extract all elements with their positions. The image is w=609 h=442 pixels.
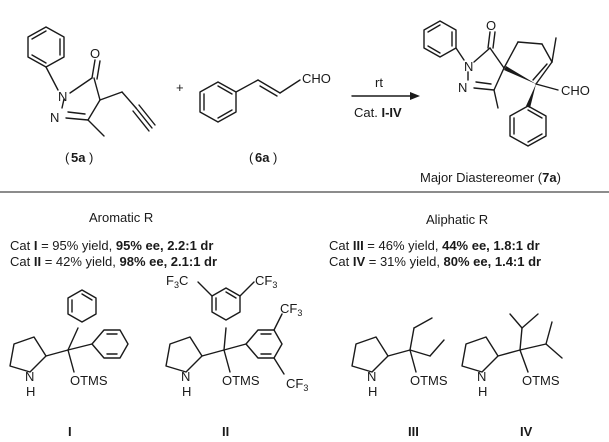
atom-n2: N — [50, 110, 59, 125]
catalyst-ii-label: II — [222, 424, 229, 439]
catalyst-i-label: I — [68, 424, 72, 439]
atom-n2-product: N — [458, 80, 467, 95]
result-row-cat-ii: Cat II = 42% yield, 98% ee, 2.1:1 dr — [10, 254, 218, 269]
aromatic-header: Aromatic R — [89, 210, 154, 225]
atom-cho-product: CHO — [561, 83, 590, 98]
atom-cho-6a: CHO — [302, 71, 331, 86]
catalyst-ii-cf3-2: CF3 — [280, 301, 302, 318]
result-row-cat-iv: Cat IV = 31% yield, 80% ee, 1.4:1 dr — [329, 254, 542, 269]
catalyst-iii-label: III — [408, 424, 419, 439]
condition-temperature: rt — [375, 75, 383, 90]
catalyst-i-structure — [9, 289, 129, 373]
condition-catalyst: Cat. I-IV — [354, 105, 402, 120]
catalyst-ii-n: N — [181, 369, 190, 384]
catalyst-iv-n: N — [477, 369, 486, 384]
catalyst-ii-cf3-3: CF3 — [286, 376, 308, 393]
reactant-5a-structure — [27, 26, 156, 137]
atom-o: O — [90, 46, 100, 61]
product-caption: Major Diastereomer (7a) — [420, 170, 561, 185]
catalyst-iii-n: N — [367, 369, 376, 384]
atom-n1-product: N — [464, 59, 473, 74]
result-row-cat-i: Cat I = 95% yield, 95% ee, 2.2:1 dr — [10, 238, 214, 253]
catalyst-ii-structure — [165, 281, 285, 375]
atom-n1: N — [58, 89, 67, 104]
label-6a: 6a — [255, 150, 270, 165]
paren-open-5a: ( — [65, 150, 70, 165]
catalyst-ii-cf3-1: CF3 — [255, 273, 277, 290]
catalyst-i-otms: OTMS — [70, 373, 108, 388]
catalyst-iv-label: IV — [520, 424, 533, 439]
label-5a: 5a — [71, 150, 86, 165]
arrow-head — [410, 92, 420, 100]
paren-close-6a: ) — [273, 150, 277, 165]
catalyst-i-n: N — [25, 369, 34, 384]
catalyst-iv-h: H — [478, 384, 487, 399]
catalyst-i-h: H — [26, 384, 35, 399]
plus-sign: + — [176, 80, 184, 95]
catalyst-iii-structure — [351, 317, 445, 373]
reactant-6a-structure — [199, 79, 301, 123]
catalyst-ii-otms: OTMS — [222, 373, 260, 388]
catalyst-ii-h: H — [182, 384, 191, 399]
product-7a-structure — [423, 20, 559, 147]
paren-open-6a: ( — [249, 150, 254, 165]
catalyst-iii-otms: OTMS — [410, 373, 448, 388]
catalyst-iv-structure — [461, 313, 563, 373]
result-row-cat-iii: Cat III = 46% yield, 44% ee, 1.8:1 dr — [329, 238, 540, 253]
paren-close-5a: ) — [89, 150, 93, 165]
atom-o-product: O — [486, 18, 496, 33]
catalyst-ii-f3c-1: F3C — [166, 273, 188, 290]
catalyst-iv-otms: OTMS — [522, 373, 560, 388]
aliphatic-header: Aliphatic R — [426, 212, 489, 227]
catalyst-iii-h: H — [368, 384, 377, 399]
